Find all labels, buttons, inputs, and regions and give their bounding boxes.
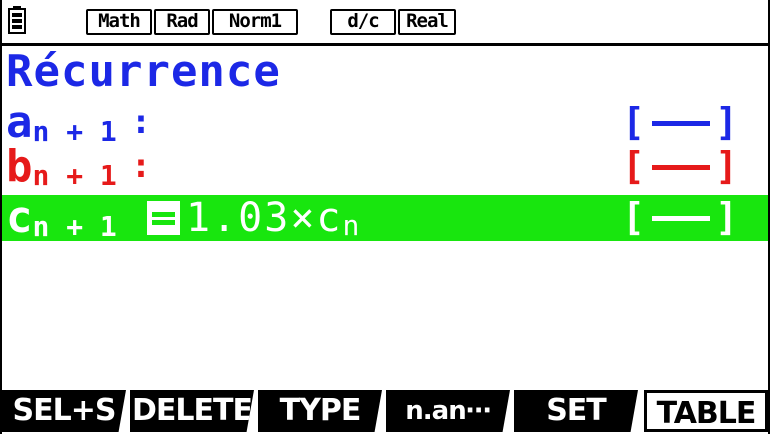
recurrence-row-b[interactable]: bn + 1: [ ] xyxy=(2,141,768,193)
fraction-mode-indicator: d/c xyxy=(330,9,396,35)
angle-unit-indicator: Rad xyxy=(154,9,210,35)
function-key-bar: SEL+S DELETE TYPE n.an⋯ SET TABLE xyxy=(2,388,768,434)
line-style-swatch xyxy=(652,216,710,221)
f2-delete-button[interactable]: DELETE xyxy=(130,390,254,432)
recurrence-row-c-selected[interactable]: cn + 1 1.03×cn [ ] xyxy=(2,192,768,244)
f5-set-button[interactable]: SET xyxy=(514,390,638,432)
status-divider xyxy=(2,43,768,46)
row-b-label: bn + 1: xyxy=(6,141,152,193)
row-c-label: cn + 1 xyxy=(6,192,117,244)
row-a-line-style[interactable]: [ ] xyxy=(622,100,738,144)
line-style-swatch xyxy=(652,121,710,126)
display-format-indicator: Norm1 xyxy=(212,9,298,35)
status-bar: Math Rad Norm1 d/c Real xyxy=(2,0,768,44)
f3-type-button[interactable]: TYPE xyxy=(258,390,382,432)
math-mode-indicator: Math xyxy=(86,9,152,35)
line-style-swatch xyxy=(652,165,710,170)
f4-n-an-button[interactable]: n.an⋯ xyxy=(386,390,510,432)
recurrence-row-a[interactable]: an + 1: [ ] xyxy=(2,97,768,149)
f1-sel-s-button[interactable]: SEL+S xyxy=(2,390,126,432)
row-c-line-style[interactable]: [ ] xyxy=(622,195,738,239)
row-b-line-style[interactable]: [ ] xyxy=(622,144,738,188)
page-title: Récurrence xyxy=(6,46,281,97)
row-c-formula[interactable]: 1.03×cn xyxy=(186,195,362,242)
f6-table-button[interactable]: TABLE xyxy=(644,390,768,432)
battery-icon xyxy=(8,6,26,34)
equals-cursor-icon xyxy=(147,201,180,235)
row-a-label: an + 1: xyxy=(6,97,152,149)
complex-mode-indicator: Real xyxy=(398,9,456,35)
